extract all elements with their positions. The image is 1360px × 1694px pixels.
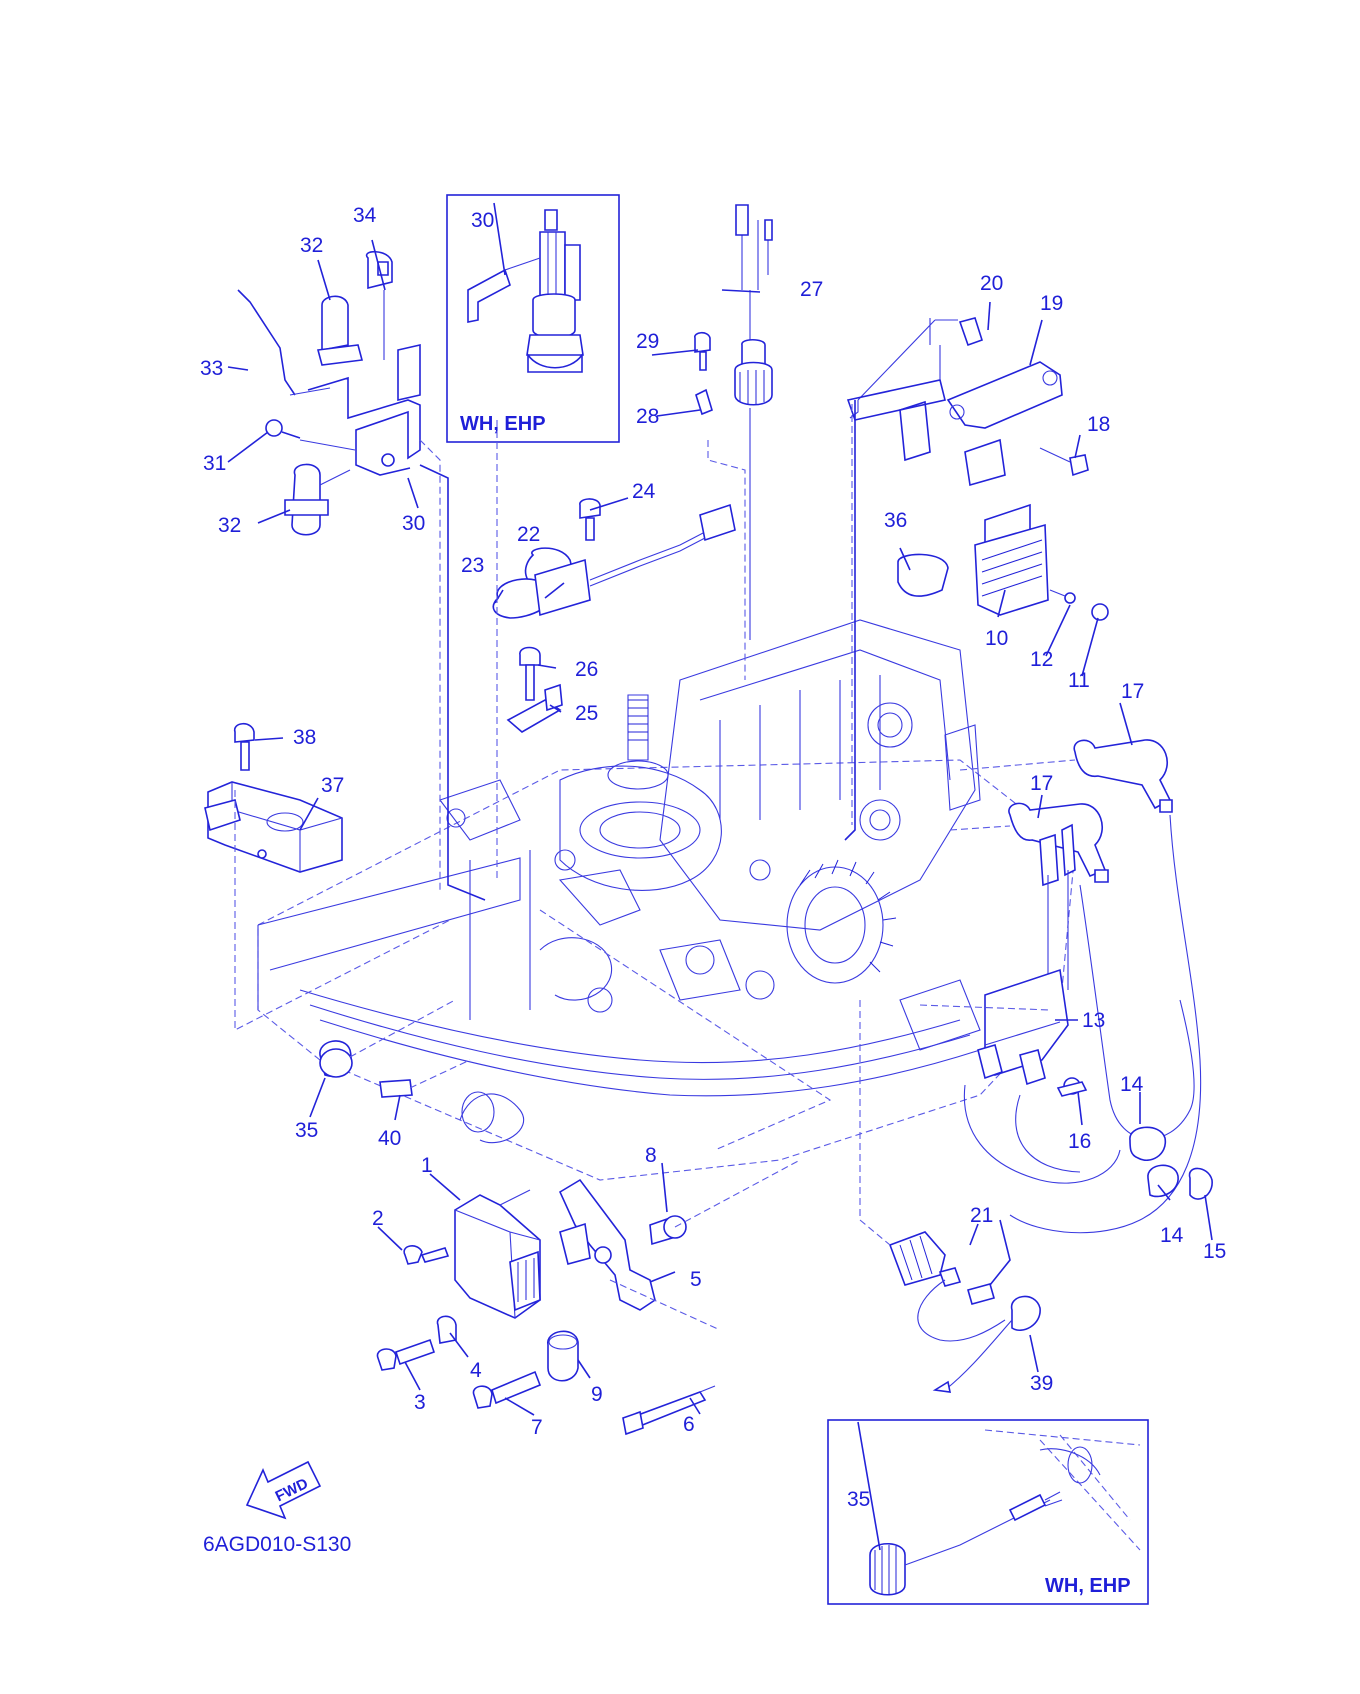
part-label-16: 16 bbox=[1068, 1130, 1091, 1153]
part-label-38: 38 bbox=[293, 726, 316, 749]
part-label-14: 14 bbox=[1160, 1224, 1184, 1247]
part-label-18: 18 bbox=[1087, 413, 1110, 436]
part-label-32: 32 bbox=[300, 234, 323, 257]
regulator-group bbox=[846, 317, 1109, 621]
part-labels: 34 32 33 31 32 30 29 28 27 24 22 23 26 2… bbox=[200, 204, 1226, 1439]
inset-bottom-part-label: 35 bbox=[847, 1488, 870, 1511]
part-label-17: 17 bbox=[1030, 772, 1053, 795]
cdi-group bbox=[376, 1178, 716, 1436]
part-label-12: 12 bbox=[1030, 648, 1053, 671]
part-label-6: 6 bbox=[683, 1413, 695, 1436]
part-label-4: 4 bbox=[470, 1359, 482, 1382]
part-label-22: 22 bbox=[517, 523, 540, 546]
part-label-8: 8 bbox=[645, 1144, 657, 1167]
part-label-33: 33 bbox=[200, 357, 223, 380]
inset-top-part-label: 30 bbox=[471, 209, 494, 232]
part-label-11: 11 bbox=[1068, 669, 1090, 692]
part-label-1: 1 bbox=[421, 1154, 433, 1177]
part-label-19: 19 bbox=[1040, 292, 1063, 315]
inset-bottom-box: 35 WH, EHP bbox=[827, 1419, 1149, 1605]
part-label-28: 28 bbox=[636, 405, 659, 428]
inset-bottom-tag: WH, EHP bbox=[1045, 1575, 1131, 1597]
part-label-35: 35 bbox=[295, 1119, 318, 1142]
sensor-group bbox=[319, 1040, 1041, 1393]
part-label-40: 40 bbox=[378, 1127, 401, 1150]
part-label-30: 30 bbox=[402, 512, 425, 535]
part-label-24: 24 bbox=[632, 480, 656, 503]
part-label-27: 27 bbox=[800, 278, 823, 301]
part-label-7: 7 bbox=[531, 1416, 543, 1439]
part-label-21: 21 bbox=[970, 1204, 993, 1227]
part-label-13: 13 bbox=[1082, 1009, 1105, 1032]
bracket-group-upper-left bbox=[237, 250, 421, 536]
ignition-group bbox=[963, 739, 1213, 1234]
inset-top-tag: WH, EHP bbox=[460, 413, 546, 435]
part-label-17: 17 bbox=[1121, 680, 1144, 703]
cover-group bbox=[204, 722, 343, 873]
part-label-36: 36 bbox=[884, 509, 907, 532]
fwd-arrow-icon: FWD bbox=[245, 1460, 322, 1520]
harness-group bbox=[492, 204, 773, 733]
part-label-14: 14 bbox=[1120, 1073, 1144, 1096]
part-label-26: 26 bbox=[575, 658, 598, 681]
part-label-37: 37 bbox=[321, 774, 344, 797]
part-label-3: 3 bbox=[414, 1391, 426, 1414]
part-label-5: 5 bbox=[690, 1268, 702, 1291]
part-label-25: 25 bbox=[575, 702, 598, 725]
part-label-10: 10 bbox=[985, 627, 1008, 650]
part-label-32: 32 bbox=[218, 514, 241, 537]
engine-block bbox=[257, 619, 1076, 1181]
diagram-code: 6AGD010-S130 bbox=[203, 1533, 351, 1556]
part-label-39: 39 bbox=[1030, 1372, 1053, 1395]
inset-top-box: 30 WH, EHP bbox=[446, 194, 620, 443]
part-label-31: 31 bbox=[203, 452, 226, 475]
part-label-9: 9 bbox=[591, 1383, 603, 1406]
part-label-23: 23 bbox=[461, 554, 484, 577]
part-label-34: 34 bbox=[353, 204, 377, 227]
part-label-2: 2 bbox=[372, 1207, 384, 1230]
part-label-15: 15 bbox=[1203, 1240, 1226, 1263]
leader-lines bbox=[227, 202, 1213, 1551]
part-label-29: 29 bbox=[636, 330, 659, 353]
part-label-20: 20 bbox=[980, 272, 1003, 295]
